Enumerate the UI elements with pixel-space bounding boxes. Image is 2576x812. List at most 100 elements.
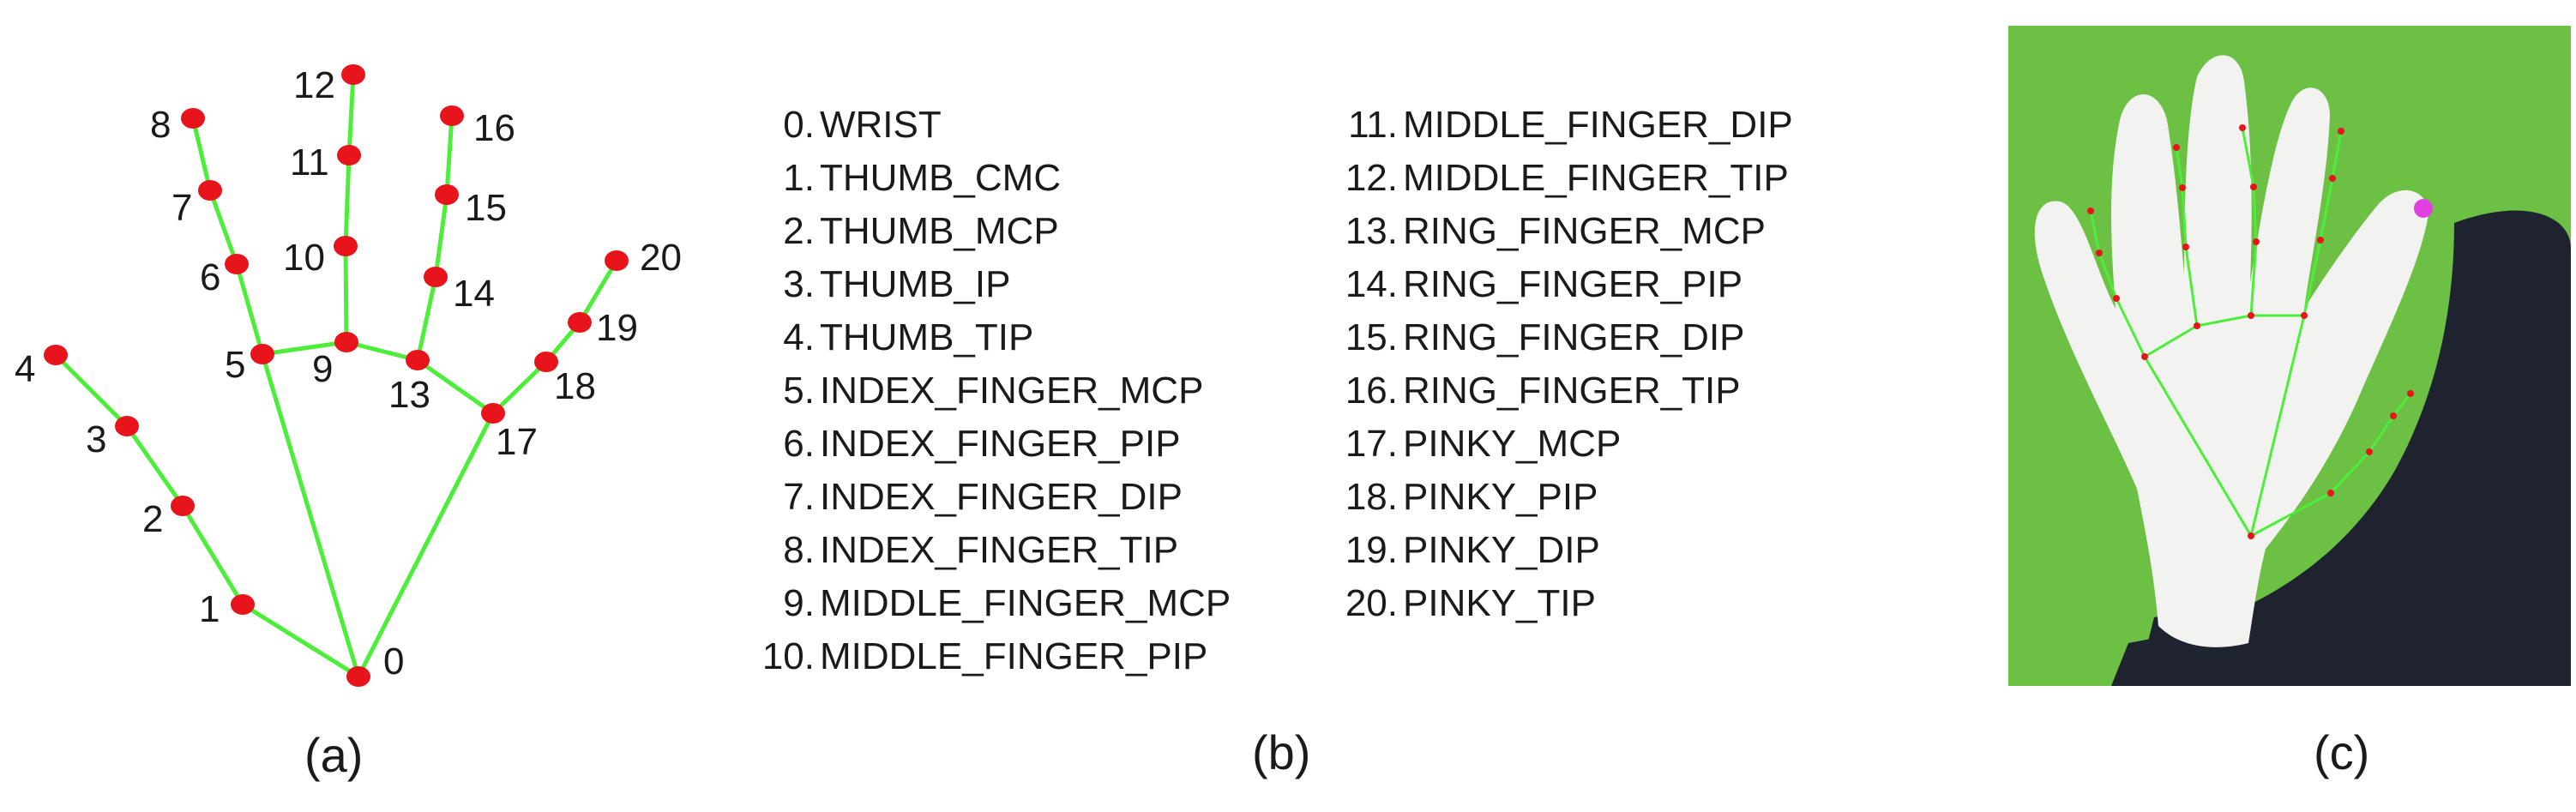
connection-2-3 [124,424,185,508]
keypoint-18 [534,352,558,372]
photo-connection-0-1 [2250,491,2332,538]
landmark-name: PINKY_MCP [1403,423,1622,465]
landmark-number: 7. [783,476,815,518]
keypoint-12 [341,64,365,85]
landmark-name: RING_FINGER_PIP [1403,263,1743,305]
photo-connection-14-15 [2252,186,2258,243]
white-glove [2034,55,2429,647]
landmark-list-item: 10.MIDDLE_FINGER_PIP [737,630,1303,683]
photo-keypoint-20 [2338,128,2344,135]
landmark-number: 18. [1345,476,1398,518]
landmark-list-item: 20.PINKY_TIP [1321,577,1904,630]
keypoint-label-17: 17 [496,421,538,463]
caption-c: (c) [2314,725,2370,779]
photo-keypoint-0 [2248,532,2254,539]
landmark-name: THUMB_CMC [820,157,1062,199]
landmark-name: MIDDLE_FINGER_TIP [1403,157,1789,199]
photo-keypoint-1 [2327,490,2334,496]
photo-keypoint-17 [2301,312,2308,319]
landmark-list-item: 18.PINKY_PIP [1321,471,1904,524]
landmark-number: 19. [1345,529,1398,571]
keypoint-label-3: 3 [86,418,106,460]
landmark-number: 8. [783,529,815,571]
keypoint-label-14: 14 [453,273,495,315]
landmark-list-item: 1.THUMB_CMC [737,152,1303,205]
photo-connection-3-4 [2392,393,2412,417]
landmark-list-item: 4.THUMB_TIP [737,311,1303,364]
connection-0-5 [260,353,361,677]
gloved-hand-photo [2008,26,2571,686]
keypoint-4 [44,345,68,365]
keypoint-label-0: 0 [383,641,404,683]
landmark-list-item: 5.INDEX_FINGER_MCP [737,364,1303,418]
photo-connection-15-16 [2241,127,2255,188]
keypoint-19 [568,312,592,333]
landmark-name: RING_FINGER_TIP [1403,370,1741,412]
keypoint-16 [440,105,464,126]
photo-keypoint-2 [2366,448,2373,455]
landmark-name: INDEX_FINGER_DIP [820,476,1183,518]
landmark-number: 1. [783,157,815,199]
photo-keypoint-10 [2182,244,2189,250]
photo-connection-19-20 [2331,130,2343,179]
photo-keypoint-13 [2248,312,2254,319]
connection-19-20 [577,259,619,324]
landmark-number: 16. [1345,370,1398,412]
landmark-list-item: 9.MIDDLE_FINGER_MCP [737,577,1303,630]
connection-1-2 [180,504,245,606]
keypoint-label-15: 15 [465,187,507,229]
photo-keypoint-6 [2113,295,2120,302]
connection-14-15 [433,194,449,278]
connection-17-18 [491,360,548,415]
connection-7-8 [190,117,213,191]
keypoint-label-2: 2 [142,498,163,540]
keypoint-8 [181,108,205,129]
landmark-name: PINKY_TIP [1403,582,1596,624]
keypoint-label-1: 1 [199,588,220,630]
landmark-name: INDEX_FINGER_TIP [820,529,1179,571]
connection-13-14 [415,276,438,361]
highlighted-fingertip-point [2414,199,2433,218]
landmark-name: RING_FINGER_DIP [1403,316,1745,358]
keypoint-11 [337,145,361,165]
photo-keypoint-9 [2194,322,2200,329]
keypoint-9 [334,332,358,352]
photo-connection-7-8 [2089,210,2101,254]
landmark-number: 4. [783,316,815,358]
photo-connection-9-13 [2196,314,2252,328]
landmark-list-item: 13.RING_FINGER_MCP [1321,205,1904,258]
landmark-list-item: 11.MIDDLE_FINGER_DIP [1321,99,1904,152]
keypoint-label-7: 7 [172,187,192,229]
photo-connection-2-3 [2368,415,2395,453]
connection-9-13 [346,340,418,363]
landmark-number: 17. [1345,423,1398,465]
landmark-name: PINKY_DIP [1403,529,1600,571]
keypoint-label-10: 10 [283,237,325,279]
landmark-number: 5. [783,370,815,412]
keypoint-label-13: 13 [388,374,430,416]
photo-connection-10-11 [2181,187,2188,248]
photo-keypoint-4 [2407,390,2414,397]
landmark-name: MIDDLE_FINGER_PIP [820,635,1208,677]
keypoint-7 [198,180,222,201]
photo-keypoint-11 [2179,184,2186,191]
landmark-list-item: 14.RING_FINGER_PIP [1321,258,1904,311]
keypoint-label-16: 16 [473,107,515,149]
landmark-number: 2. [783,210,815,252]
connection-11-12 [346,74,356,156]
photo-connection-5-9 [2144,324,2198,358]
keypoint-14 [424,267,448,287]
keypoint-label-18: 18 [554,365,596,407]
photo-keypoint-12 [2173,144,2180,151]
caption-b: (b) [1252,725,1311,779]
photo-keypoint-5 [2141,353,2148,360]
landmark-number: 14. [1345,263,1398,305]
keypoint-label-5: 5 [225,344,245,386]
connection-0-17 [356,412,496,678]
landmark-number: 10. [761,635,815,677]
keypoint-label-4: 4 [15,348,35,390]
